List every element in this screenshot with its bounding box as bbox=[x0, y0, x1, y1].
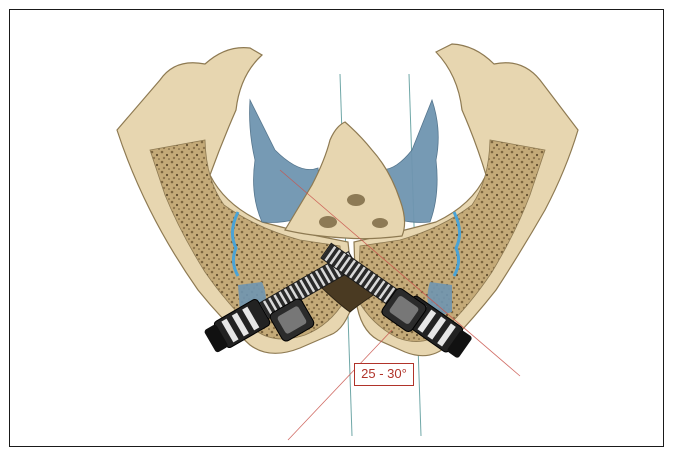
sacral-foramen-2 bbox=[319, 216, 337, 228]
sacral-foramen-3 bbox=[372, 218, 388, 228]
angle-label: 25 - 30° bbox=[354, 363, 414, 386]
sacral-foramen-1 bbox=[347, 194, 365, 206]
